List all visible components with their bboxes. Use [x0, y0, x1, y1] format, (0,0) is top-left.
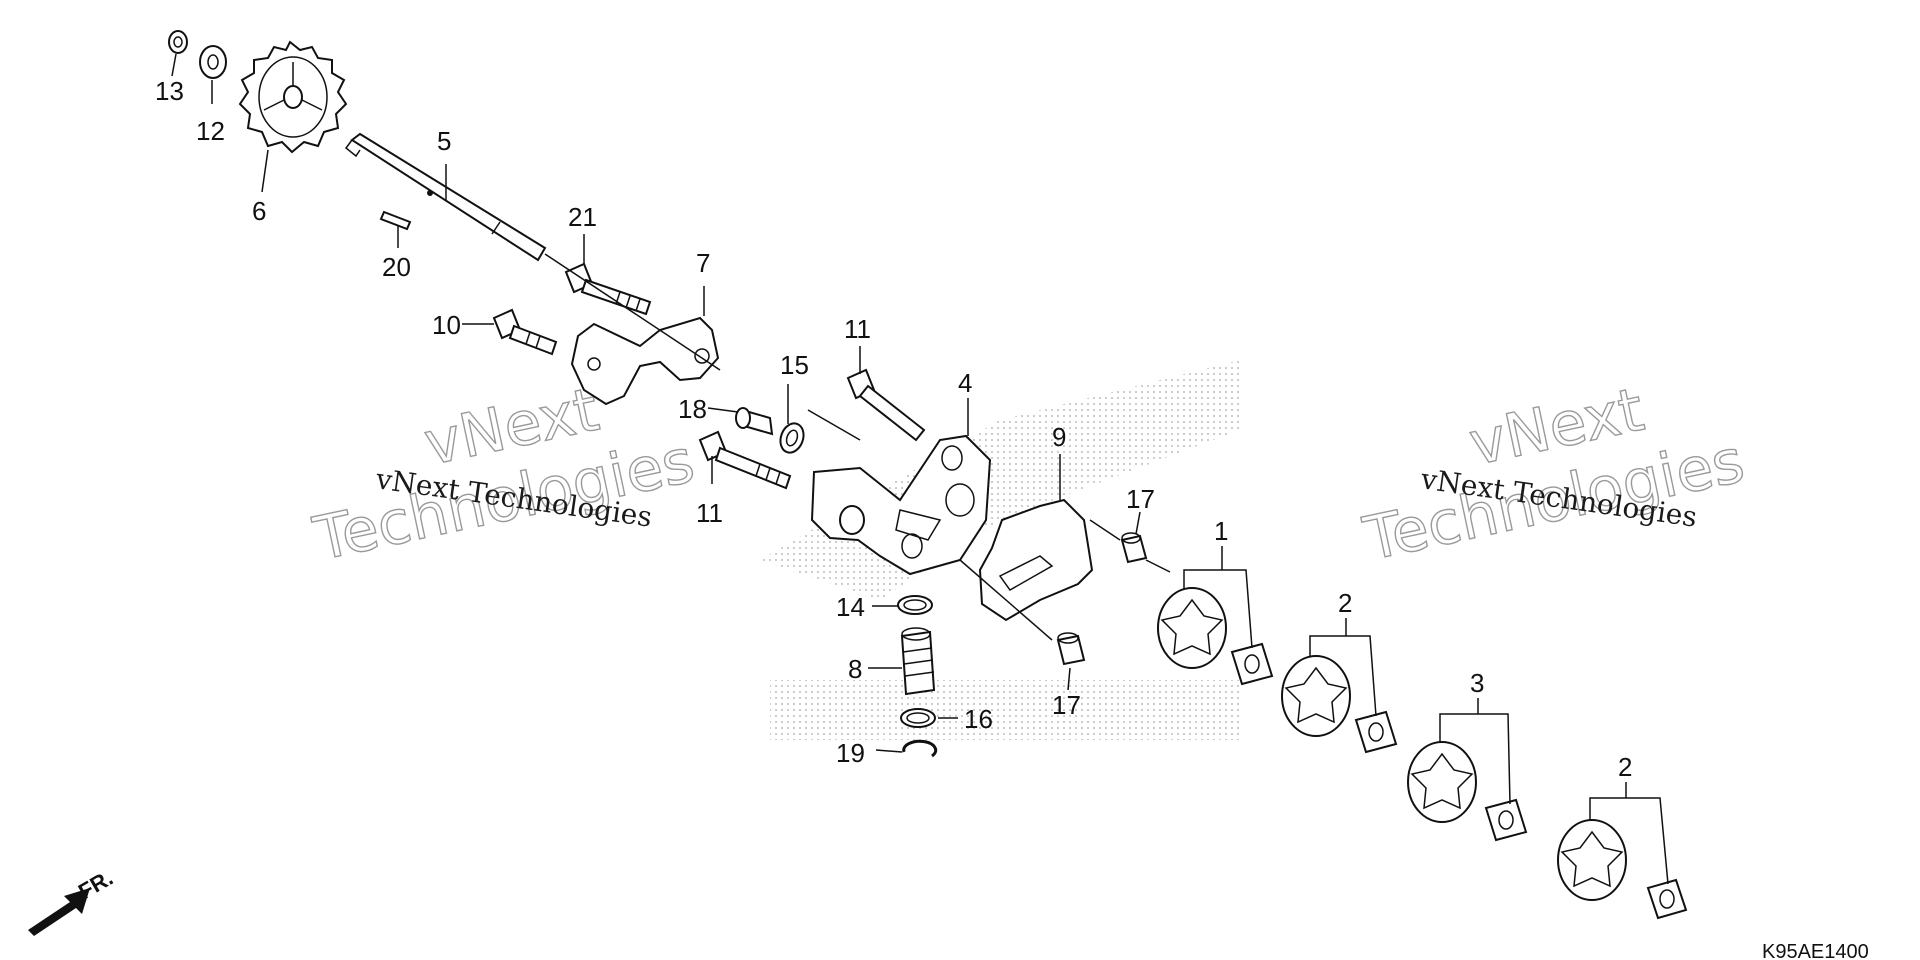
callout-16: 16 [964, 704, 993, 734]
callout-18: 18 [678, 394, 707, 424]
part-18-bushing [735, 407, 774, 436]
watermark-left: vNext Technologies vNext Technologies [307, 374, 701, 576]
part-14-oring [897, 595, 933, 615]
callout-13: 13 [155, 76, 184, 106]
callout-11-upper: 11 [844, 314, 871, 344]
part-16-oring [900, 708, 936, 728]
callout-14: 14 [836, 592, 865, 622]
callout-12: 12 [196, 116, 225, 146]
part-6-gear [238, 40, 348, 154]
callout-19: 19 [836, 738, 865, 768]
part-10-bolt [492, 308, 558, 356]
part-7-plate [570, 316, 720, 406]
part-8-valve [900, 627, 936, 696]
assembly-lines [544, 253, 1171, 641]
callout-3: 3 [1470, 668, 1484, 698]
callout-9: 9 [1052, 422, 1066, 452]
callout-5: 5 [437, 126, 451, 156]
part-2-rotor-set-upper [1281, 655, 1398, 754]
part-11-bolt-upper [846, 368, 926, 442]
callout-17-lower: 17 [1052, 690, 1081, 720]
callouts: 13 12 6 5 20 21 7 10 11 15 18 11 4 9 17 … [155, 76, 1632, 782]
part-17-dowel-upper [1120, 532, 1148, 564]
part-19-snap-ring [902, 739, 938, 758]
reference-code: K95AE1400 [1762, 941, 1869, 960]
part-5-shaft [344, 132, 547, 262]
part-3-rotor-set [1407, 741, 1528, 842]
callout-17-upper: 17 [1126, 484, 1155, 514]
part-12-washer [199, 45, 227, 79]
part-2-rotor-set-lower [1557, 819, 1688, 920]
callout-21: 21 [568, 202, 597, 232]
watermark-right: vNext Technologies vNext Technologies [1357, 374, 1751, 576]
callout-2-lower: 2 [1618, 752, 1632, 782]
callout-6: 6 [252, 196, 266, 226]
callout-15: 15 [780, 350, 809, 380]
callout-10: 10 [432, 310, 461, 340]
part-21-bolt [564, 262, 652, 316]
callout-8: 8 [848, 654, 862, 684]
part-9-gasket [978, 498, 1094, 622]
callout-7: 7 [696, 248, 710, 278]
part-17-dowel-lower [1056, 632, 1086, 666]
callout-20: 20 [382, 252, 411, 282]
part-1-rotor-set [1157, 587, 1274, 686]
part-4-pump-body [810, 434, 992, 576]
callout-4: 4 [958, 368, 972, 398]
front-arrow-icon: FR. [28, 865, 117, 936]
callout-2-upper: 2 [1338, 588, 1352, 618]
part-15-ring [779, 422, 805, 454]
callout-11-lower: 11 [696, 498, 723, 528]
callout-1: 1 [1214, 516, 1228, 546]
part-13-clip [168, 30, 188, 54]
part-20-pin [379, 210, 412, 231]
part-11-bolt-lower [698, 430, 792, 490]
leader-lines [171, 53, 1669, 885]
